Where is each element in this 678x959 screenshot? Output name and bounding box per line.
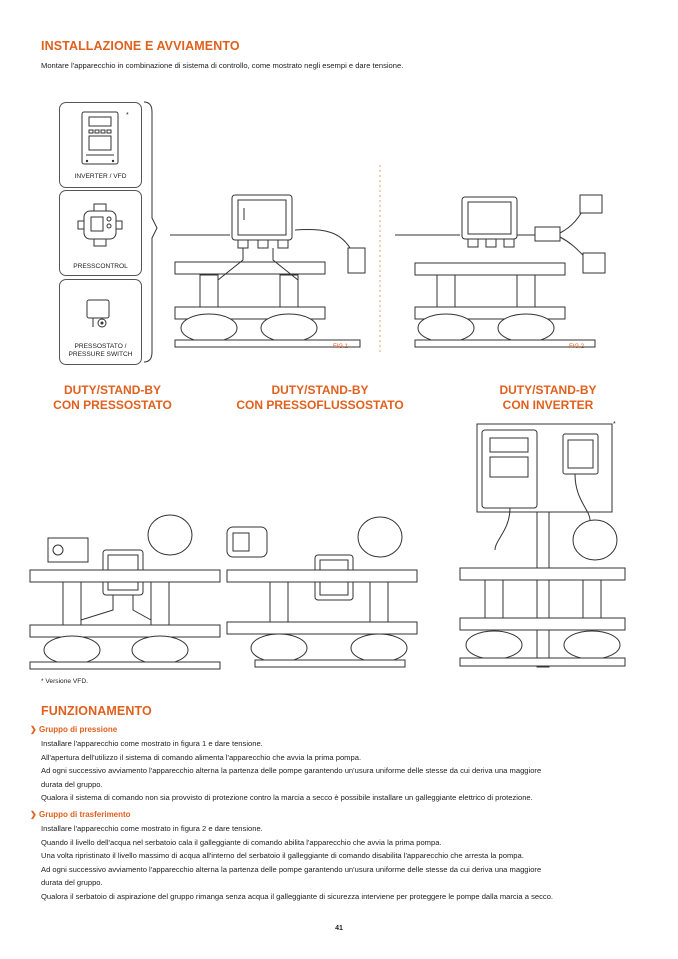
text-line: Qualora il sistema di comando non sia pr…: [41, 793, 533, 803]
panel-presscontrol: PRESSCONTROL: [59, 190, 142, 276]
config-drawing-inverter: [459, 423, 626, 668]
subsection-gruppo-trasferimento: ❯Gruppo di trasferimento: [30, 810, 131, 819]
text-line: Installare l'apparecchio come mostrato i…: [41, 739, 263, 748]
paragraph-gruppo-pressione: Installare l'apparecchio come mostrato i…: [41, 737, 641, 805]
panel-label-inverter: INVERTER / VFD: [74, 173, 127, 180]
panel-label-pressure-switch: PRESSOSTATO / PRESSURE SWITCH: [60, 343, 141, 359]
config-title-pressostato-line2: CON PRESSOSTATO: [53, 398, 172, 412]
brace-bracket: [143, 101, 158, 363]
pressure-switch-icon: [86, 299, 110, 328]
funzionamento-title: FUNZIONAMENTO: [41, 704, 152, 718]
panel-label-presscontrol: PRESSCONTROL: [73, 263, 128, 270]
panel-inverter: * INVERTER / VFD: [59, 102, 142, 188]
chevron-right-icon: ❯: [30, 810, 37, 819]
text-line: durata del gruppo.: [41, 779, 103, 789]
inverter-config-asterisk: *: [613, 421, 616, 428]
figure-separator: [379, 165, 381, 355]
text-line: Ad ogni successivo avviamento l'apparecc…: [41, 766, 542, 776]
text-line: durata del gruppo.: [41, 878, 103, 888]
text-line: Quando il livello dell'acqua nel serbato…: [41, 837, 442, 847]
config-title-pressoflussostato-line2: CON PRESSOFLUSSOSTATO: [236, 398, 404, 412]
config-drawing-pressoflussostato: [226, 516, 418, 668]
config-drawing-pressostato: [29, 514, 221, 670]
subsection-title-pressione: Gruppo di pressione: [39, 725, 118, 734]
pressure-switch-label-2: PRESSURE SWITCH: [68, 351, 133, 358]
text-line: Qualora il serbatoio di aspirazione del …: [41, 891, 554, 901]
text-line: Una volta ripristinato il livello massim…: [41, 851, 524, 861]
config-title-inverter-line1: DUTY/STAND-BY: [499, 383, 597, 397]
fig2-drawing: [395, 194, 606, 348]
inverter-icon: [81, 111, 119, 165]
text-line: Ad ogni successivo avviamento l'apparecc…: [41, 864, 542, 874]
vfd-note: * Versione VFD.: [41, 678, 88, 685]
fig1-drawing: [170, 194, 366, 348]
config-title-pressostato-line1: DUTY/STAND-BY: [63, 383, 162, 397]
config-title-pressostato: DUTY/STAND-BY CON PRESSOSTATO: [40, 383, 185, 413]
presscontrol-icon: [77, 203, 123, 247]
inverter-asterisk: *: [126, 112, 129, 119]
subsection-gruppo-pressione: ❯Gruppo di pressione: [30, 725, 117, 734]
page-number: 41: [335, 925, 343, 932]
config-title-pressoflussostato-line1: DUTY/STAND-BY: [271, 383, 369, 397]
fig2-label: FIG.2: [569, 344, 585, 350]
config-title-inverter-line2: CON INVERTER: [502, 398, 594, 412]
section-title: INSTALLAZIONE E AVVIAMENTO: [41, 39, 240, 53]
config-title-inverter: DUTY/STAND-BY CON INVERTER: [478, 383, 618, 413]
text-line: All'apertura dell'utilizzo il sistema di…: [41, 752, 362, 762]
text-line: Installare l'apparecchio come mostrato i…: [41, 824, 263, 833]
chevron-right-icon: ❯: [30, 725, 37, 734]
panel-pressure-switch: PRESSOSTATO / PRESSURE SWITCH: [59, 279, 142, 365]
subsection-title-trasferimento: Gruppo di trasferimento: [39, 810, 131, 819]
config-title-pressoflussostato: DUTY/STAND-BY CON PRESSOFLUSSOSTATO: [225, 383, 415, 413]
fig1-label: FIG.1: [333, 344, 349, 350]
pressure-switch-label-1: PRESSOSTATO /: [74, 343, 127, 350]
intro-text: Montare l'apparecchio in combinazione di…: [41, 61, 404, 70]
paragraph-gruppo-trasferimento: Installare l'apparecchio come mostrato i…: [41, 822, 641, 904]
